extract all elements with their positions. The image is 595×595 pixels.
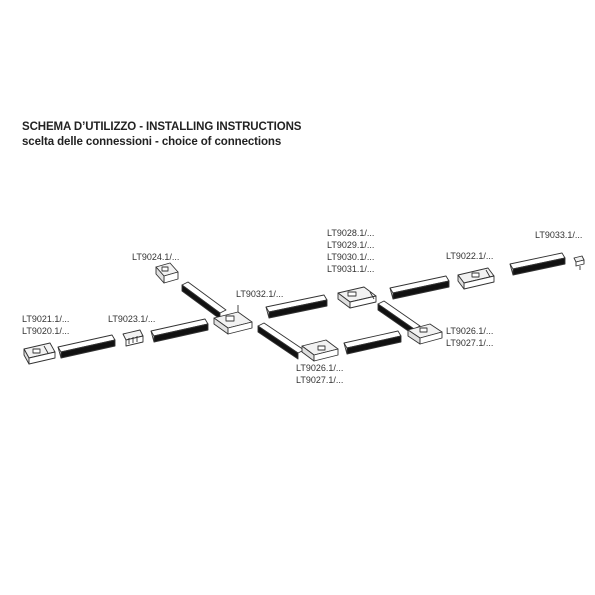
label-lt9027-right: LT9027.1/... [446, 338, 494, 348]
track-section-upper-right [389, 275, 450, 300]
label-lt9020: LT9020.1/... [22, 326, 70, 336]
track-section-left [57, 334, 116, 359]
track-section-diagonal-lower [257, 322, 305, 360]
label-lt9031: LT9031.1/... [327, 264, 375, 274]
straight-connector-right [457, 267, 495, 290]
label-lt9022: LT9022.1/... [446, 251, 494, 261]
t-connector-right [407, 323, 443, 345]
label-lt9028: LT9028.1/... [327, 228, 375, 238]
end-cap [573, 255, 585, 270]
diagram-subtitle: scelta delle connessioni - choice of con… [22, 136, 282, 148]
track-section-center-upper [265, 294, 328, 319]
end-feed-top-left [155, 262, 179, 284]
track-section-bottom-right [343, 330, 402, 355]
track-section-diagonal-right [377, 300, 421, 336]
label-lt9029: LT9029.1/... [327, 240, 375, 250]
cross-connector [213, 305, 253, 335]
track-section-far-right [509, 252, 566, 276]
track-section-diagonal-upper [181, 281, 227, 320]
label-lt9027-bottom: LT9027.1/... [296, 375, 344, 385]
label-lt9026-right: LT9026.1/... [446, 326, 494, 336]
straight-connector [122, 329, 144, 347]
label-lt9023: LT9023.1/... [108, 314, 156, 324]
diagram-title: SCHEMA D’UTILIZZO - INSTALLING INSTRUCTI… [22, 121, 302, 133]
track-section-mid-left [150, 318, 209, 343]
t-connector-bottom [301, 339, 339, 362]
label-lt9030: LT9030.1/... [327, 252, 375, 262]
label-lt9033: LT9033.1/... [535, 230, 583, 240]
label-lt9026-bottom: LT9026.1/... [296, 363, 344, 373]
label-lt9024: LT9024.1/... [132, 252, 180, 262]
label-lt9032: LT9032.1/... [236, 289, 284, 299]
t-connector-upper [337, 286, 377, 309]
end-feed-left [23, 342, 56, 365]
label-lt9021: LT9021.1/... [22, 314, 70, 324]
